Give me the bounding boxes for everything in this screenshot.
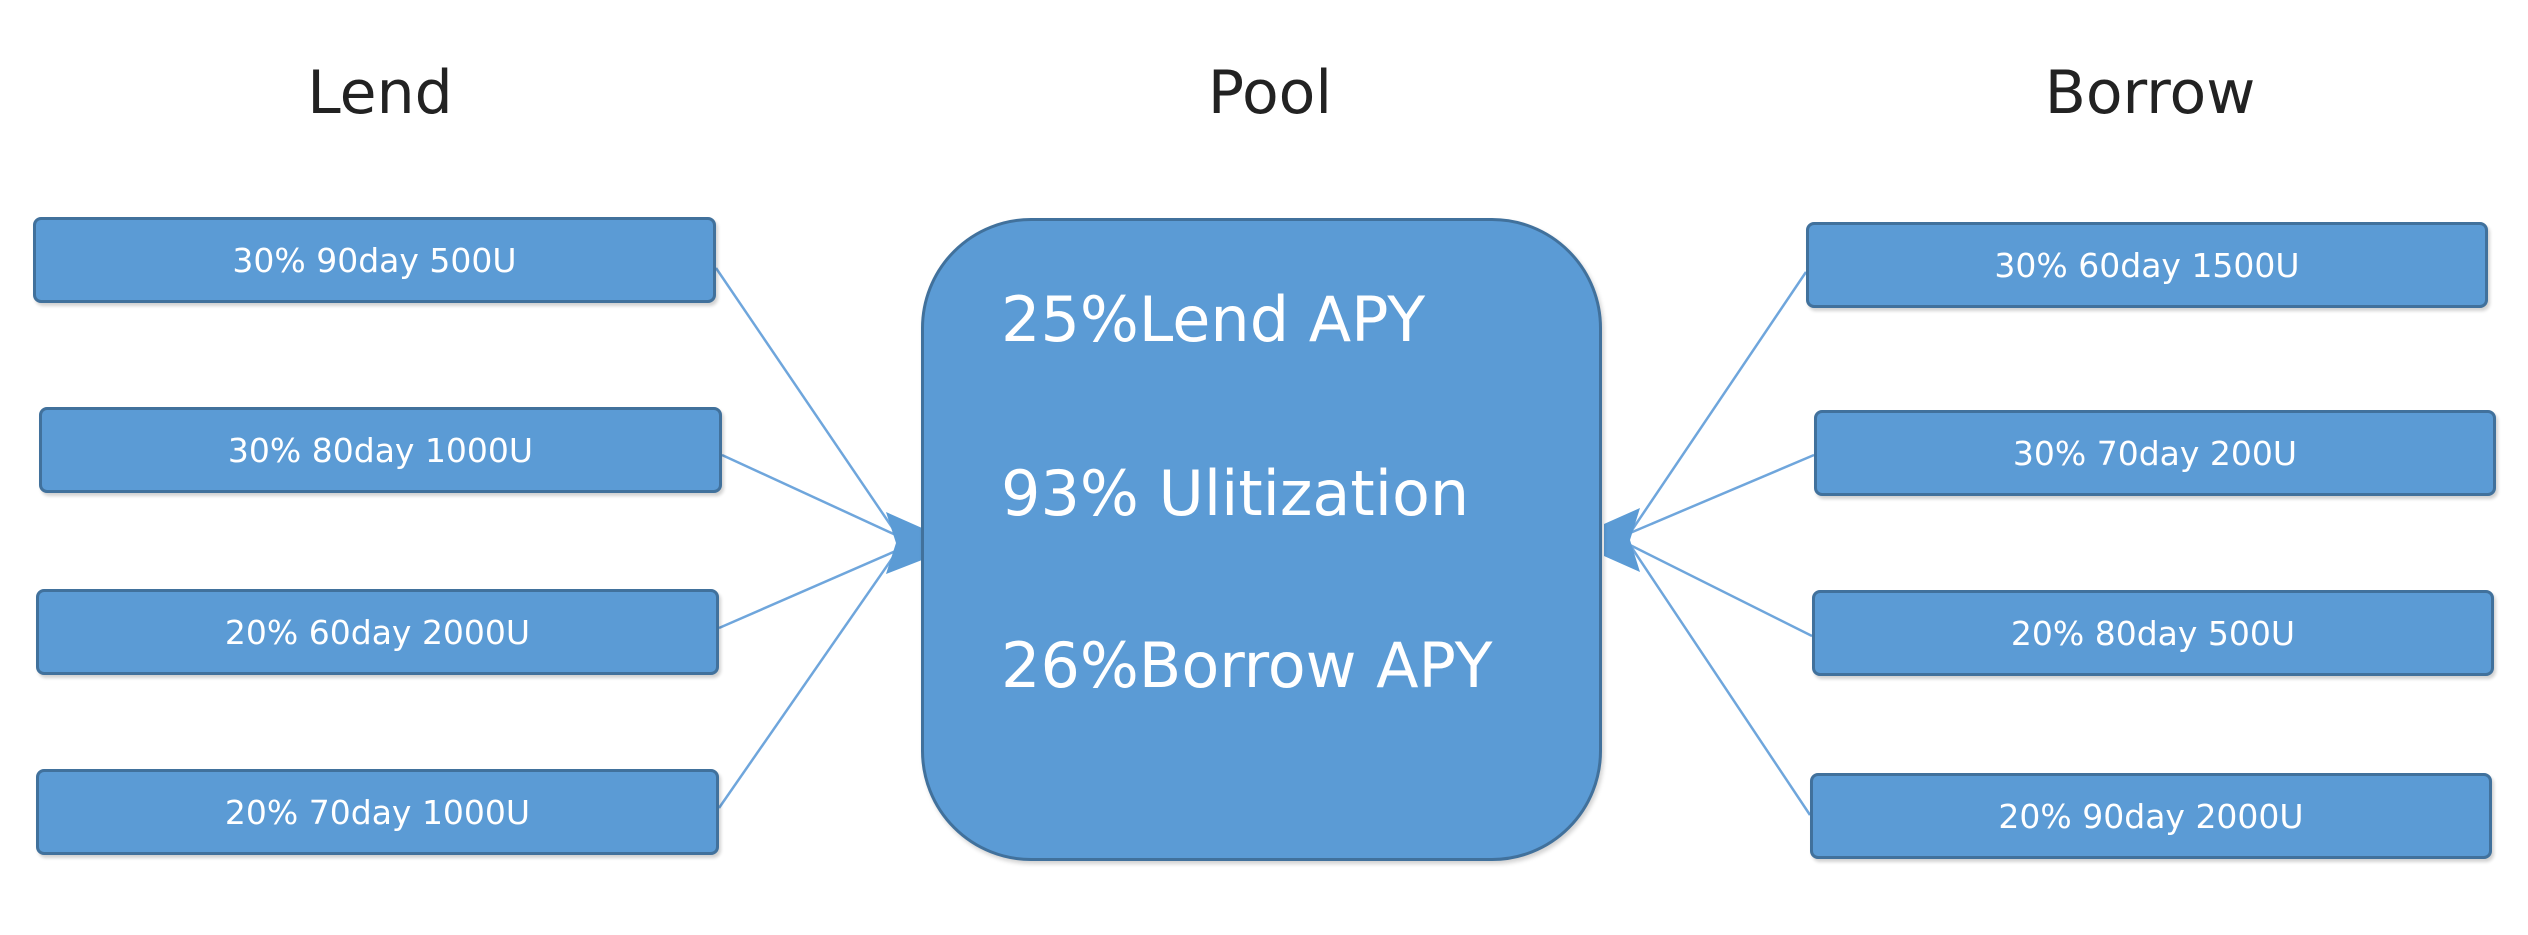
borrow-header: Borrow [2044,58,2256,128]
borrow-box-4: 20% 90day 2000U [1810,773,2492,859]
lend-box-2: 30% 80day 1000U [39,407,722,493]
pool-header: Pool [1207,58,1333,128]
lend-connector-2 [721,453,899,538]
borrow-connector-2 [1629,453,1815,535]
pool-box: 25%Lend APY 93% Ulitization 26%Borrow AP… [921,218,1602,861]
lend-connector-3 [718,548,899,630]
borrow-box-2: 30% 70day 200U [1814,410,2496,496]
borrow-connector-1 [1628,271,1808,534]
lend-arrowhead [886,512,922,574]
lend-apy-text: 25%Lend APY [1001,283,1426,356]
borrow-connector-3 [1629,543,1813,638]
utilization-text: 93% Ulitization [1001,457,1470,530]
lend-box-1: 30% 90day 500U [33,217,716,303]
borrow-box-1: 30% 60day 1500U [1806,222,2488,308]
lend-connector-1 [714,267,900,537]
lend-box-4: 20% 70day 1000U [36,769,719,855]
borrow-arrowhead [1604,508,1640,572]
borrow-box-3: 20% 80day 500U [1812,590,2494,676]
borrow-apy-text: 26%Borrow APY [1001,629,1493,702]
lend-box-3: 20% 60day 2000U [36,589,719,675]
lend-connector-4 [717,549,900,809]
lend-header: Lend [307,58,453,128]
borrow-connector-4 [1628,544,1812,816]
